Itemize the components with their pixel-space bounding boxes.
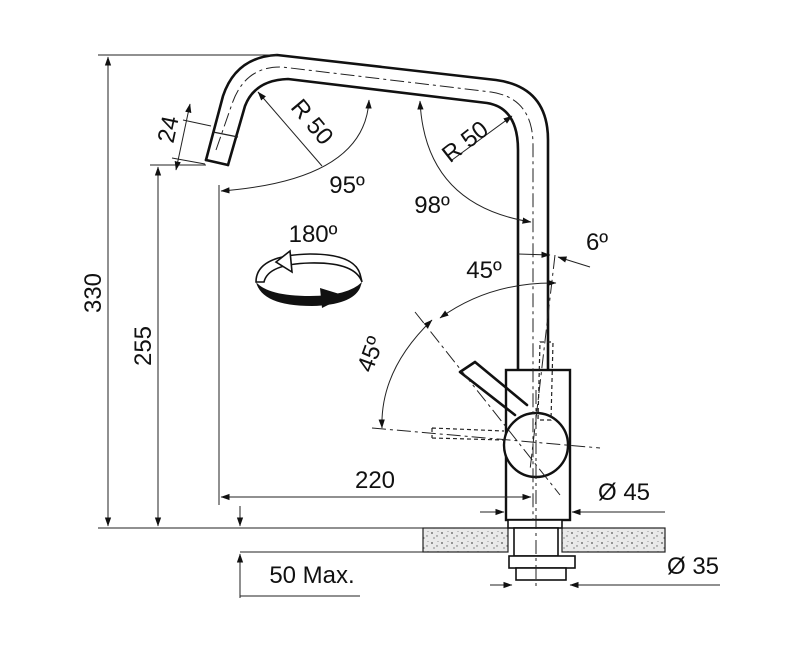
- faucet-outline: [204, 53, 576, 581]
- label-swivel-180: 180º: [289, 221, 338, 248]
- lever-handle: [431, 341, 554, 441]
- label-reach: 220: [355, 467, 395, 494]
- label-angle-45-left: 45º: [352, 333, 390, 376]
- swivel-rotation-icon: [255, 249, 363, 308]
- dimension-lines: [98, 54, 720, 598]
- label-radius-left: R 50: [285, 94, 338, 150]
- label-spout-tip: 24: [153, 114, 185, 146]
- label-angle-45-upper: 45º: [466, 257, 502, 284]
- label-overall-height: 330: [80, 273, 107, 313]
- label-counter-max: 50 Max.: [269, 562, 354, 589]
- label-angle-6: 6º: [586, 229, 608, 256]
- countertop: [422, 527, 666, 553]
- label-spout-height: 255: [130, 326, 157, 366]
- label-body-diameter: Ø 45: [598, 479, 650, 506]
- label-angle-98: 98º: [414, 192, 450, 219]
- label-angle-95: 95º: [329, 172, 365, 199]
- dimension-labels: 330 255 220 24 R 50 R 50 95º 98º 6º 45º …: [80, 94, 719, 589]
- label-hole-diameter: Ø 35: [667, 553, 719, 580]
- label-radius-right: R 50: [437, 116, 494, 168]
